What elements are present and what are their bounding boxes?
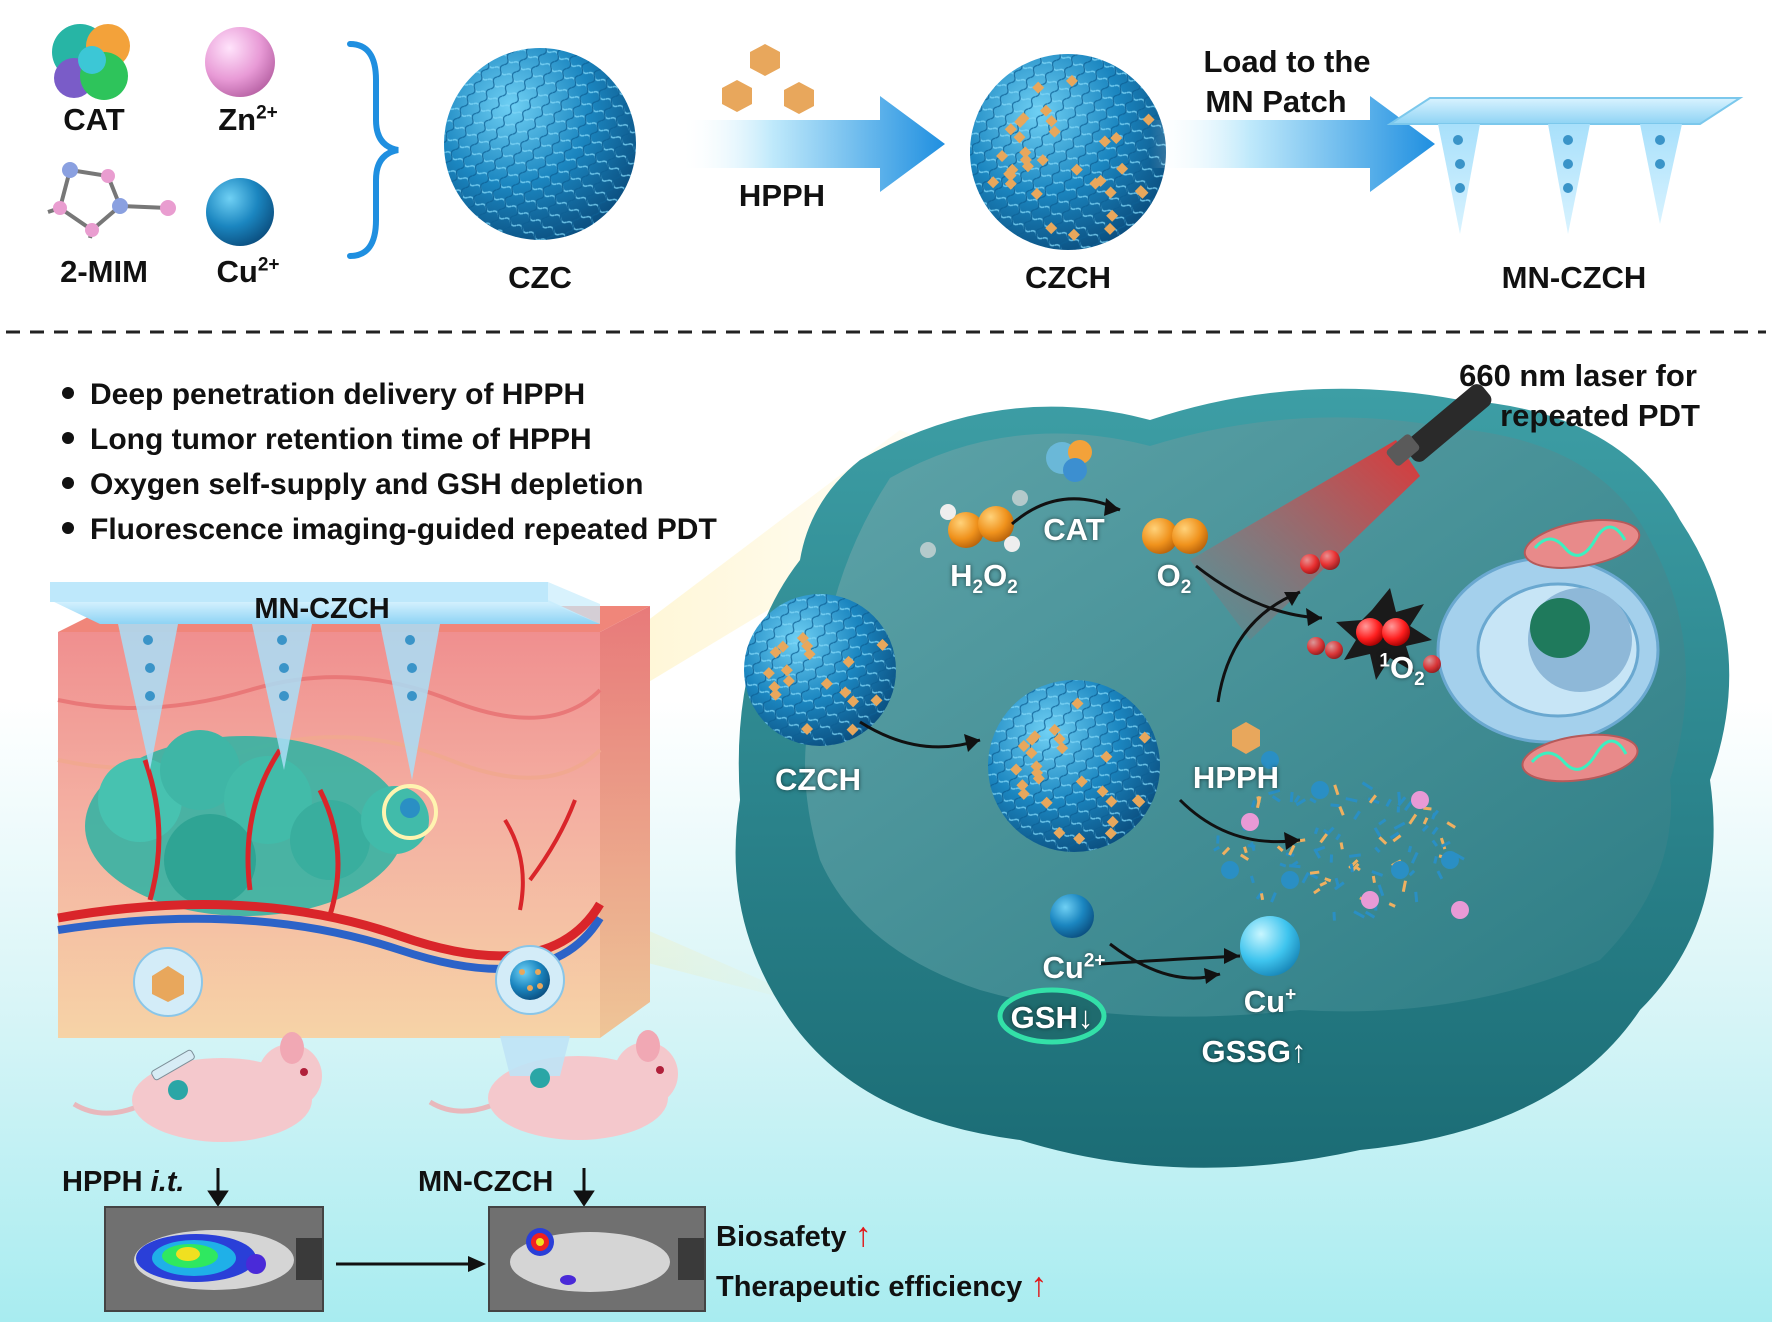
hpph-bubble-icon	[133, 947, 203, 1017]
mim-atoms	[53, 162, 176, 237]
biosafety-label: Biosafety ↑	[716, 1216, 872, 1254]
zn-label: Zn2+	[218, 102, 278, 137]
feature-item: Fluorescence imaging-guided repeated PDT	[62, 507, 717, 552]
czch-label: CZCH	[1024, 260, 1112, 295]
mn-patch-icon	[1386, 97, 1744, 234]
cu2-ion-cell-icon	[1050, 894, 1094, 938]
load-label-line2: MN Patch	[1205, 84, 1347, 119]
skin-patch-label: MN-CZCH	[254, 593, 390, 625]
czch-particle	[970, 54, 1166, 250]
czc-label: CZC	[508, 260, 572, 295]
gsh-label: GSH↓	[1010, 1000, 1094, 1035]
hpph-single-icon	[1232, 722, 1260, 754]
cat-cell-label: CAT	[1043, 512, 1105, 547]
mn-czch-mouse-label: MN-CZCH	[418, 1166, 554, 1198]
czch-particle-inside	[988, 680, 1160, 852]
feature-item: Deep penetration delivery of HPPH	[62, 372, 717, 417]
feature-item: Oxygen self-supply and GSH depletion	[62, 462, 717, 507]
hpph-arrow-label: HPPH	[738, 178, 826, 213]
mn-czch-label: MN-CZCH	[1501, 260, 1647, 295]
nucleus-er	[1436, 556, 1660, 744]
load-arrow	[1150, 96, 1435, 192]
cat-protein-cell-icon	[1046, 440, 1092, 482]
hpph-cell-label: HPPH	[1192, 760, 1280, 795]
hpph-arrow	[680, 96, 945, 192]
singlet-oxygen-label: 1O2	[1379, 650, 1425, 691]
cu1-ion-cell-icon	[1240, 916, 1300, 976]
zn-ion-icon	[205, 27, 275, 97]
fluorescence-image-hpph	[104, 1206, 324, 1312]
mouse-right-icon	[428, 1030, 678, 1140]
feature-item: Long tumor retention time of HPPH	[62, 417, 717, 462]
o2-molecules	[1142, 518, 1208, 554]
h2o2-molecules	[920, 490, 1028, 558]
curly-brace	[347, 41, 399, 259]
laser-label-line2: repeated PDT	[1500, 398, 1700, 433]
cu2-cell-label: Cu2+	[1042, 950, 1106, 985]
mouse-left-icon	[72, 1032, 322, 1142]
efficiency-label: Therapeutic efficiency ↑	[716, 1266, 1048, 1304]
laser-device-icon	[1386, 384, 1492, 466]
hpph-molecules-icon	[722, 44, 814, 114]
h2o2-label: H2O2	[950, 558, 1018, 599]
mitochondria	[1521, 519, 1641, 783]
feature-list: Deep penetration delivery of HPPH Long t…	[62, 372, 717, 552]
cell-czch-hpph-dots	[762, 632, 1151, 845]
cu1-cell-label: Cu+	[1243, 984, 1297, 1019]
imaging-comparison-arrow	[336, 1256, 486, 1272]
cu-ion-icon	[206, 178, 274, 246]
laser-beam	[1190, 440, 1420, 640]
hpph-it-label: HPPH i.t.	[62, 1166, 185, 1198]
czch-hpph-dots	[987, 74, 1155, 241]
fluorescence-image-mn-czch	[488, 1206, 706, 1312]
gsh-halo	[997, 987, 1107, 1045]
down-arrows	[207, 1168, 595, 1207]
o2-label: O2	[1156, 558, 1192, 599]
skin-mn-patch	[50, 600, 600, 624]
czch-cell-label: CZCH	[774, 762, 862, 797]
singlet-oxygen-burst	[1300, 550, 1441, 680]
laser-label-line1: 660 nm laser for	[1459, 358, 1697, 393]
gssg-label: GSSG↑	[1201, 1034, 1307, 1069]
czch-particle-entering	[744, 594, 896, 746]
mim-label: 2-MIM	[60, 254, 148, 289]
cat-protein-icon	[52, 24, 130, 100]
cu-label: Cu2+	[216, 254, 280, 289]
cat-label: CAT	[63, 102, 125, 137]
czc-particle	[444, 48, 636, 240]
degraded-particle-debris	[1213, 751, 1469, 921]
czch-bubble-icon	[495, 945, 565, 1015]
reaction-arrowheads	[964, 498, 1322, 984]
load-label-line1: Load to the	[1203, 44, 1371, 79]
